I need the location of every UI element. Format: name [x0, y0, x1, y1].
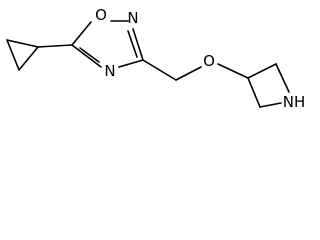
- atom-label-azetidine-nh: NH: [283, 93, 306, 111]
- bond-ch2-o: [175, 66, 202, 81]
- atom-label-oxadiazole-oxygen: O: [95, 6, 107, 24]
- cyclopropyl-ring: [6, 39, 39, 71]
- atom-label-oxadiazole-nitrogen-bottom: N: [104, 62, 115, 80]
- atom-label-ether-oxygen: O: [203, 52, 215, 70]
- atom-label-oxadiazole-nitrogen-top: N: [127, 9, 138, 27]
- chemical-structure: O N N O NH: [6, 6, 306, 111]
- bond-ring-ch2: [142, 59, 177, 81]
- oxadiazole-ring: [71, 20, 144, 68]
- azetidine-ring: [247, 63, 290, 108]
- bond-cyclopropyl-oxadiazole: [37, 44, 73, 48]
- bond-o-azetidine: [217, 63, 249, 79]
